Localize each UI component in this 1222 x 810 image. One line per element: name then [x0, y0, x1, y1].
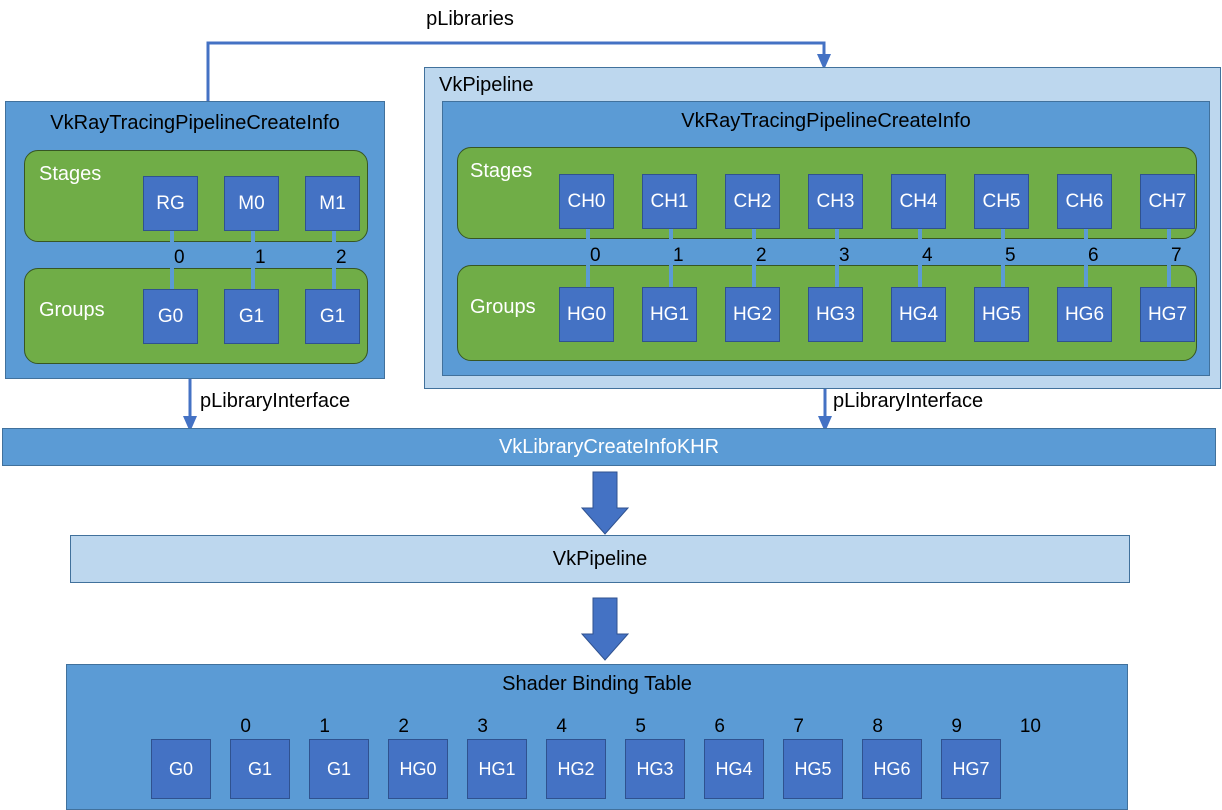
right-index-number: 3 [839, 245, 850, 266]
left-stage-chip: M0 [224, 176, 279, 231]
sbt-index: 6 [714, 716, 725, 737]
sbt-index: 10 [1019, 716, 1041, 737]
sbt-entry: HG0 [388, 739, 448, 799]
right-index-number: 2 [756, 245, 767, 266]
right-connector-line [1084, 226, 1088, 294]
sbt-index: 2 [398, 716, 409, 737]
right-index-number: 4 [922, 245, 933, 266]
sbt-entry: HG7 [941, 739, 1001, 799]
vkpipeline-result-bar: VkPipeline [70, 535, 1130, 583]
right-vkpipeline-outer: VkPipeline VkRayTracingPipelineCreateInf… [424, 67, 1221, 389]
vklibrarycreateinfokhr-bar: VkLibraryCreateInfoKHR [2, 428, 1216, 466]
right-group-chip: HG1 [642, 287, 697, 342]
right-stages-label: Stages [470, 160, 533, 182]
plibraries-label-wrap: pLibraries [370, 8, 570, 36]
left-library-box: VkRayTracingPipelineCreateInfo Stages Gr… [5, 101, 385, 379]
sbt-index: 7 [793, 716, 804, 737]
left-group-chip: G0 [143, 289, 198, 344]
left-stage-chip: RG [143, 176, 198, 231]
left-index-number: 1 [255, 247, 266, 268]
left-library-title: VkRayTracingPipelineCreateInfo [50, 112, 340, 134]
right-stage-chip: CH1 [642, 174, 697, 229]
right-index-number: 0 [590, 245, 601, 266]
right-index-number: 6 [1088, 245, 1099, 266]
right-createinfo-box: VkRayTracingPipelineCreateInfo Stages Gr… [442, 101, 1210, 376]
sbt-entry: G0 [151, 739, 211, 799]
left-plibraryinterface-label: pLibraryInterface [200, 390, 351, 412]
left-index-number: 0 [174, 247, 185, 268]
right-group-chip: HG3 [808, 287, 863, 342]
left-group-chip: G1 [224, 289, 279, 344]
right-connector-line [1001, 226, 1005, 294]
left-stage-chip: M1 [305, 176, 360, 231]
right-group-chip: HG2 [725, 287, 780, 342]
right-group-chip: HG6 [1057, 287, 1112, 342]
sbt-index: 9 [951, 716, 962, 737]
right-stage-chip: CH5 [974, 174, 1029, 229]
sbt-index: 1 [319, 716, 330, 737]
vklibrarycreateinfokhr-label: VkLibraryCreateInfoKHR [498, 435, 720, 458]
right-connector-line [752, 226, 756, 294]
right-stage-chip: CH3 [808, 174, 863, 229]
right-group-chip: HG5 [974, 287, 1029, 342]
sbt-entry: HG4 [704, 739, 764, 799]
left-connector-line [332, 228, 336, 296]
vkpipeline-result-label: VkPipeline [552, 547, 648, 570]
right-connector-line [586, 226, 590, 294]
right-index-number: 5 [1005, 245, 1016, 266]
shader-binding-table-title: Shader Binding Table [502, 673, 692, 695]
left-group-chip: G1 [305, 289, 360, 344]
sbt-entry: HG6 [862, 739, 922, 799]
right-group-chip: HG4 [891, 287, 946, 342]
left-index-number: 2 [336, 247, 347, 268]
plibraries-label: pLibraries [426, 8, 514, 30]
right-stage-chip: CH2 [725, 174, 780, 229]
sbt-entry: G1 [309, 739, 369, 799]
left-connector-line [170, 228, 174, 296]
left-groups-label: Groups [39, 299, 105, 321]
left-stages-label: Stages [39, 163, 102, 185]
right-createinfo-title: VkRayTracingPipelineCreateInfo [681, 110, 971, 132]
right-stage-chip: CH0 [559, 174, 614, 229]
right-connector-line [669, 226, 673, 294]
right-connector-line [835, 226, 839, 294]
sbt-entry: HG5 [783, 739, 843, 799]
right-index-number: 1 [673, 245, 684, 266]
right-groups-label: Groups [470, 296, 536, 318]
left-connector-line [251, 228, 255, 296]
sbt-index: 3 [477, 716, 488, 737]
right-vkpipeline-title: VkPipeline [439, 74, 534, 96]
sbt-entry: HG1 [467, 739, 527, 799]
right-stage-chip: CH7 [1140, 174, 1195, 229]
right-stage-chip: CH4 [891, 174, 946, 229]
right-stage-chip: CH6 [1057, 174, 1112, 229]
right-index-number: 7 [1171, 245, 1182, 266]
shader-binding-table: Shader Binding Table 0 1 2 3 4 5 6 7 8 9… [66, 664, 1128, 810]
sbt-index: 5 [635, 716, 646, 737]
right-connector-line [1167, 226, 1171, 294]
sbt-entry: HG2 [546, 739, 606, 799]
right-group-chip: HG0 [559, 287, 614, 342]
right-plibraryinterface-label: pLibraryInterface [833, 390, 984, 412]
sbt-index: 0 [240, 716, 251, 737]
sbt-entry: HG3 [625, 739, 685, 799]
right-group-chip: HG7 [1140, 287, 1195, 342]
sbt-entry: G1 [230, 739, 290, 799]
sbt-index: 8 [872, 716, 883, 737]
sbt-index: 4 [556, 716, 567, 737]
right-connector-line [918, 226, 922, 294]
